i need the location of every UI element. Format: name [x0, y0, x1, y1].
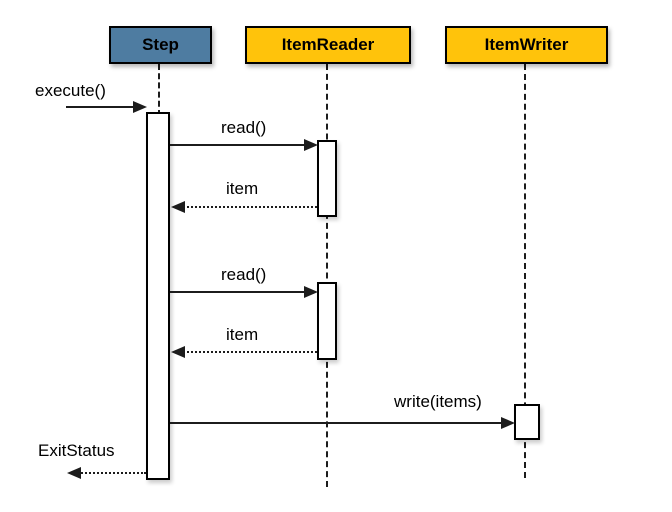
write-items-arrow: [170, 417, 515, 429]
itemreader-activation-bar-2: [317, 282, 337, 360]
arrowhead-right-icon: [304, 139, 318, 151]
arrowhead-right-icon: [133, 101, 147, 113]
arrow-shaft: [66, 106, 136, 108]
execute-arrow: [66, 101, 147, 113]
participant-itemreader: ItemReader: [245, 26, 411, 64]
message-label-write-items: write(items): [394, 392, 482, 411]
read-arrow-1: [170, 139, 318, 151]
message-label-exitstatus: ExitStatus: [38, 441, 115, 460]
arrowhead-right-icon: [304, 286, 318, 298]
item-return-arrow-1: [171, 201, 317, 213]
arrow-shaft: [170, 422, 504, 424]
item-return-arrow-2: [171, 346, 317, 358]
arrowhead-right-icon: [501, 417, 515, 429]
participant-step: Step: [109, 26, 212, 64]
arrowhead-left-icon: [67, 467, 81, 479]
arrow-shaft: [78, 472, 146, 474]
arrow-shaft: [170, 144, 307, 146]
arrow-shaft: [170, 291, 307, 293]
itemreader-lifeline: [326, 64, 328, 487]
arrow-shaft: [182, 351, 317, 353]
arrowhead-left-icon: [171, 346, 185, 358]
arrowhead-left-icon: [171, 201, 185, 213]
message-label-execute: execute(): [35, 81, 106, 100]
message-label-item-2: item: [226, 325, 259, 344]
message-label-read-2: read(): [221, 265, 267, 284]
participant-itemwriter: ItemWriter: [445, 26, 608, 64]
message-label-read-1: read(): [221, 118, 267, 137]
message-label-item-1: item: [226, 179, 259, 198]
arrow-shaft: [182, 206, 317, 208]
itemwriter-lifeline: [524, 64, 526, 478]
step-lifeline: [158, 64, 160, 116]
exitstatus-return-arrow: [67, 467, 146, 479]
itemreader-activation-bar-1: [317, 140, 337, 217]
itemwriter-activation-bar: [514, 404, 540, 440]
read-arrow-2: [170, 286, 318, 298]
step-activation-bar: [146, 112, 170, 480]
